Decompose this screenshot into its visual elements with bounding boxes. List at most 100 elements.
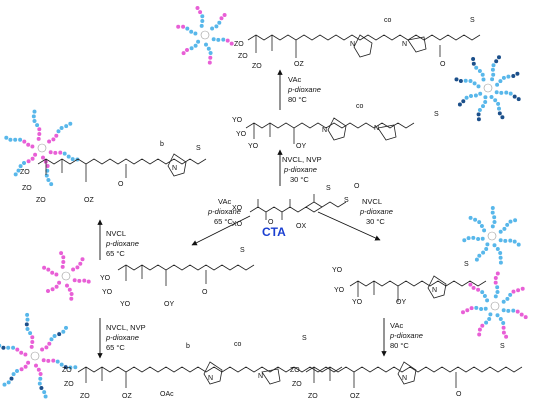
o-label: O [118,181,124,188]
bead [497,78,504,84]
bead [34,122,40,128]
n-label: N [432,287,437,294]
bead [72,364,78,370]
conditions-bottom-right: VAc p-dioxane 80 °C [389,321,423,350]
bead [67,364,73,371]
bead [476,331,482,338]
bead [199,13,205,19]
bead [36,136,42,142]
bead [470,235,476,241]
bead [493,275,499,281]
xo-label: XO [232,205,243,212]
s-label: S [240,247,245,254]
bead [473,65,479,71]
bead [10,345,16,351]
bead [516,96,522,102]
bead [3,135,9,141]
condition-temperature: 65 °C [214,217,233,226]
star-pnvcl-pnvp [453,54,522,122]
yo-label: YO [352,299,363,306]
star-core [483,83,493,93]
bead [81,278,87,284]
condition-solvent: p-dioxane [105,333,139,342]
bead [503,89,509,96]
bead [24,321,30,328]
condition-solvent: p-dioxane [287,85,321,94]
bead [490,72,496,78]
bead [45,267,51,273]
bead [222,12,228,18]
bead [57,150,63,156]
s-label: S [434,111,439,118]
bead [48,336,55,342]
bead [494,82,500,88]
polymer-top: ZO ZO ZO OZ N N co S O [234,17,481,70]
bead [491,242,498,248]
bead [493,58,499,64]
bead [510,308,516,314]
bead [476,219,482,225]
bead [467,78,474,84]
bead [473,92,479,99]
bead [472,217,478,223]
bead [175,24,181,30]
star-pvac-copolymer [0,312,78,400]
bead [480,103,486,109]
bead [218,15,225,21]
bead [68,296,74,302]
bead [477,107,483,113]
bead [29,143,36,150]
bead [497,110,503,116]
bead [475,236,481,242]
bead [490,210,496,216]
bead [26,158,32,164]
bead [17,137,23,143]
o-label: O [354,183,360,190]
n-label: N [172,165,177,172]
condition-solvent: p-dioxane [207,207,241,216]
bead [11,371,17,377]
bead [475,83,482,89]
bead [486,316,492,322]
bead [40,155,46,161]
bead [206,46,212,52]
star-core [487,231,497,241]
bead [45,288,51,294]
bead [53,284,60,290]
bead [60,329,66,335]
bead [188,29,194,35]
bead [504,296,511,302]
bead [55,359,61,365]
bead [66,154,72,160]
bead [18,163,24,169]
bead [58,250,64,256]
bead [31,108,38,115]
bead [15,168,22,174]
bead [477,91,483,97]
bead [41,265,47,271]
bead [507,219,514,225]
bead [60,254,66,260]
bead [64,283,70,289]
bead [31,118,38,124]
bead [471,61,477,67]
bead [477,327,483,333]
bead [498,260,504,266]
bead [184,47,190,53]
xo-label: XO [232,221,243,228]
bead [460,309,466,315]
bead [48,149,54,155]
bead [59,362,65,368]
n-label: N [402,375,407,382]
bead [503,334,509,340]
n-label: N [402,41,407,48]
o-label: O [268,219,274,226]
bead [197,9,203,15]
yo-label: YO [248,143,259,150]
zo-label: ZO [62,367,72,374]
conditions-bottom-left: NVCL, NVP p-dioxane 65 °C [105,323,146,352]
condition-reagent: VAc [218,197,231,206]
bead [505,73,512,80]
bead [490,223,496,229]
bead [53,133,59,139]
